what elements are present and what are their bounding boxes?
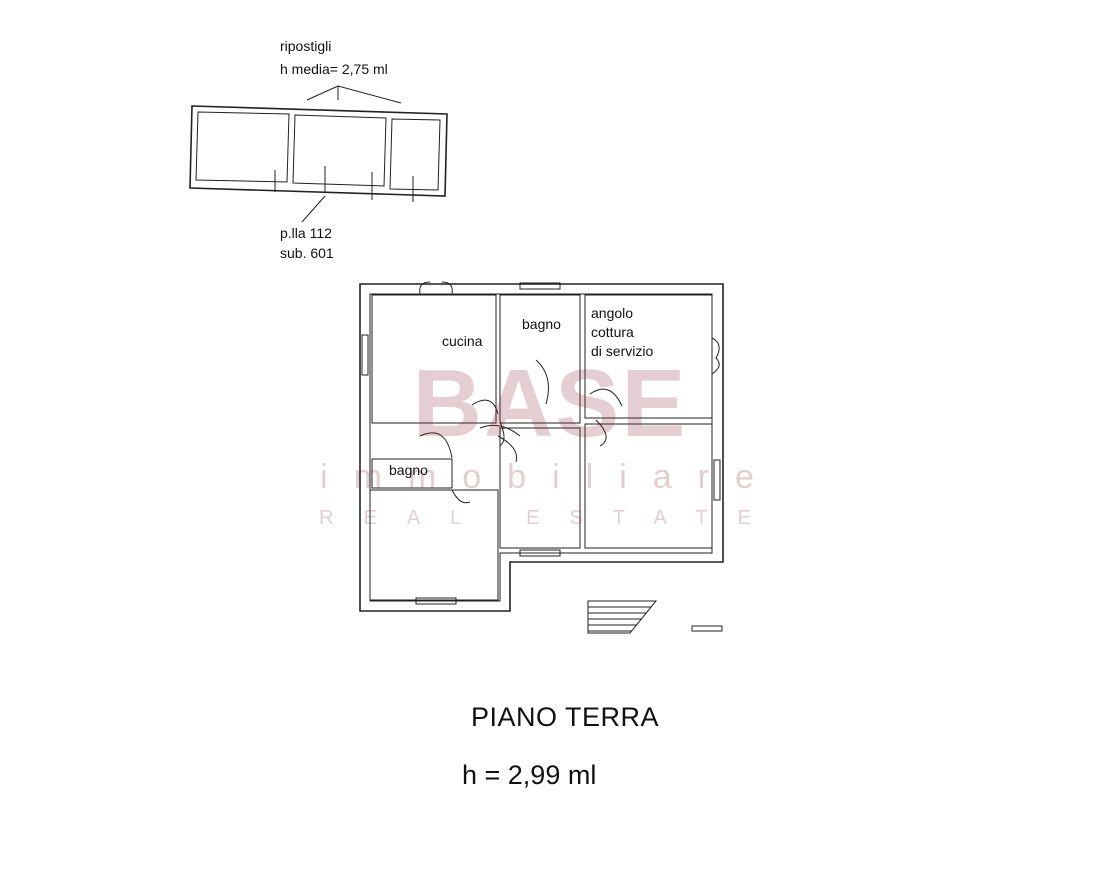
parcel-label: p.lla 112 [280, 225, 332, 241]
room-label-kitchen: cucina [442, 333, 483, 349]
watermark-immobiliare: immobiliare [320, 458, 780, 496]
ground-floor-walls [359, 281, 724, 634]
watermark-real-estate: REAL ESTATE [319, 507, 781, 529]
stairs [587, 600, 658, 634]
room-label-service-3: di servizio [591, 343, 653, 359]
storage-block [189, 85, 448, 223]
subunit-label: sub. 601 [280, 245, 334, 261]
storage-label: ripostigli [280, 38, 331, 54]
room-label-bath-top: bagno [522, 316, 561, 332]
room-label-bath-left: bagno [389, 462, 428, 478]
room-label-service-1: angolo [591, 305, 633, 321]
watermark-brand: BASE [413, 350, 688, 457]
floor-height: h = 2,99 ml [462, 760, 597, 790]
storage-height-label: h media= 2,75 ml [280, 61, 388, 77]
floor-title: PIANO TERRA [470, 702, 660, 732]
room-label-service-2: cottura [591, 324, 634, 340]
watermark: BASE immobiliare REAL ESTATE [319, 350, 781, 529]
